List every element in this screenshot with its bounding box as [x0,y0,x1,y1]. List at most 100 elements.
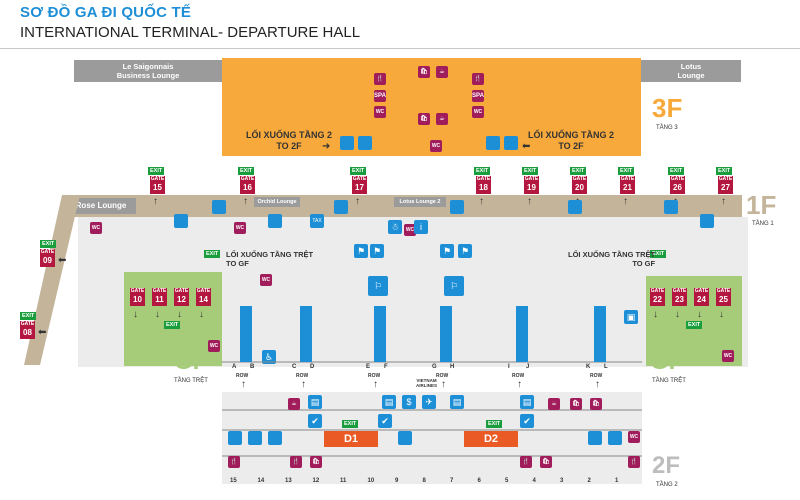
cafe-icon: ☕ [436,113,448,125]
exit-sign: EXIT [716,167,733,175]
escalator-icon [700,214,714,228]
ticket-icon: ✈ [422,395,436,409]
cafe-icon: ☕ [288,398,300,410]
exit-sign: EXIT [686,321,703,329]
row-word: ROW [436,373,449,379]
gate-08[interactable]: GATE 08 [20,321,35,339]
arrow-down-icon: ↓ [653,309,658,320]
orchid-lounge[interactable]: Orchid Lounge [254,197,300,207]
wc-icon: WC [722,350,734,362]
rose-lounge-label: Rose Lounge [75,201,127,210]
stairs-icon [504,136,518,150]
down-to-2f-right-line1: LỐI XUỐNG TẦNG 2 [528,130,615,140]
row-label-A: A [232,364,237,370]
tax-label: TAX [312,218,322,224]
passport-control-icon: ⚑ [370,244,384,258]
floor-3f-code: 3F [652,93,683,123]
arrow-up-icon: ↑ [527,196,532,207]
down-to-gf-left-line2: TO GF [226,259,249,268]
gate-09-number: 09 [43,256,52,265]
down-to-2f-left: LỐI XUỐNG TẦNG 2 TO 2F [246,130,332,152]
restaurant-icon: 🍴 [472,73,484,85]
counter-number-11: 11 [340,478,347,484]
checkin-kiosk-icon: ▤ [308,395,322,409]
gate-d2[interactable]: D2 [464,431,518,447]
exit-sign: EXIT [164,321,181,329]
row-label-C: C [292,364,297,370]
counter-number-7: 7 [450,478,454,484]
wheelchair-icon: ♿ [262,350,276,364]
row-word: ROW [512,373,525,379]
cafe-icon: ☕ [436,66,448,78]
arrow-down-icon: ↓ [719,309,724,320]
row-label-G: G [432,364,437,370]
row-word: ROW [296,373,309,379]
counter-number-10: 10 [367,478,375,484]
row-word: ROW [590,373,603,379]
restaurant-icon: 🍴 [628,456,640,468]
lotus-lounge[interactable]: Lotus Lounge [641,60,741,82]
counter-number-1: 1 [615,478,619,484]
arrow-left-icon: ⬅ [58,255,67,266]
gate-d1[interactable]: D1 [324,431,378,447]
escalator-icon [398,431,412,445]
row-word: ROW [236,373,249,379]
escalator-icon [268,431,282,445]
down-to-2f-left-line1: LỐI XUỐNG TẦNG 2 [246,130,333,140]
tax-refund-icon: TAX [310,214,324,228]
counter-number-2: 2 [587,478,591,484]
passport-control-icon: ⚑ [440,244,454,258]
lotus-lounge-2[interactable]: Lotus Lounge 2 [394,197,446,207]
spa-label: SPA [374,93,386,99]
exit-sign: EXIT [204,250,221,258]
arrow-left-icon: ⬅ [522,141,531,152]
floor-gf-right-code: GF [650,348,684,375]
counter-number-8: 8 [422,478,426,484]
arrow-down-icon: ↓ [675,309,680,320]
arrow-up-icon: ↑ [373,379,378,390]
wc-icon: WC [208,340,220,352]
wc-icon: WC [90,222,102,234]
counter-number-5: 5 [505,478,509,484]
rose-lounge[interactable]: Rose Lounge [66,198,136,214]
exit-sign: EXIT [650,250,667,258]
map-title: SƠ ĐỒ GA ĐI QUỐC TẾ [20,4,192,21]
lounge-seat-icon [450,200,464,214]
arrow-down-icon: ↓ [155,309,160,320]
immigration-icon: ⚐ [368,276,388,296]
row-label-H: H [450,364,455,370]
saigonnais-lounge[interactable]: Le Saigonnais Business Lounge [74,60,222,82]
arrow-right-icon: ➜ [322,141,331,152]
arrow-up-icon: ↑ [623,196,628,207]
exit-sign: EXIT [474,167,491,175]
arrow-up-icon: ↑ [441,379,446,390]
gate-09[interactable]: GATE 09 [40,249,55,267]
floor-1f-code: 1F [746,190,777,220]
gate-09-word: GATE [40,249,55,255]
floor-2f-name: TẦNG 2 [656,482,678,488]
arrow-up-icon: ↑ [241,379,246,390]
checkmark-icon: ✔ [308,414,322,428]
row-label-I: I [508,364,510,370]
checkin-kiosk-icon: ▤ [382,395,396,409]
exit-sign: EXIT [350,167,367,175]
row-label-F: F [384,364,388,370]
checkmark-icon: ✔ [378,414,392,428]
